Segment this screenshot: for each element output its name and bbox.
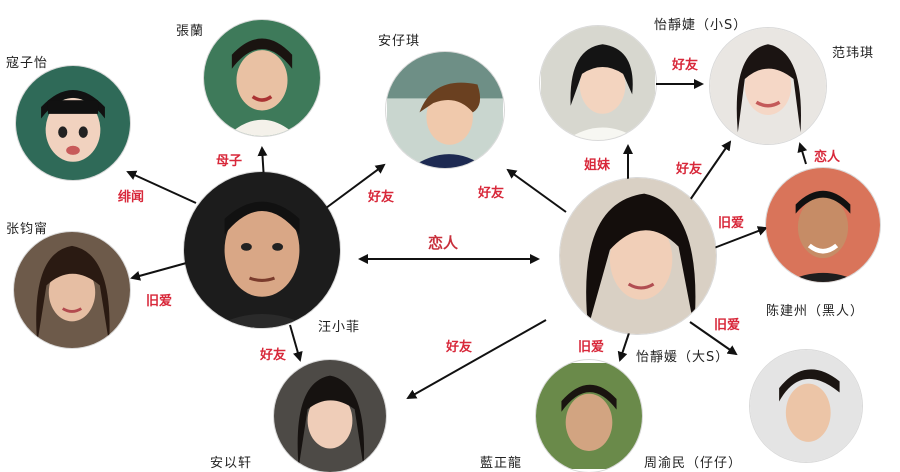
arrow-female-friendboy xyxy=(506,168,567,213)
name-bottom-girl: 安以轩 xyxy=(210,456,253,471)
relation-male-bottomgirl: 好友 xyxy=(260,348,287,363)
portrait-top-left xyxy=(16,66,130,180)
relation-female-rightman: 旧爱 xyxy=(718,216,745,231)
name-mother: 張蘭 xyxy=(176,24,205,39)
portrait-mother xyxy=(204,20,320,136)
portrait-left-girl xyxy=(14,232,130,348)
portrait-right-man xyxy=(766,168,880,282)
name-bottom-man2: 周渝民（仔仔） xyxy=(644,456,743,471)
arrow-female-rightman xyxy=(713,226,768,249)
name-right-man: 陈建州（黑人） xyxy=(766,304,865,319)
relation-male-mother: 母子 xyxy=(216,154,243,169)
portrait-friend-girl xyxy=(710,28,826,144)
portrait-friend-boy xyxy=(386,52,504,168)
arrow-male-leftgirl xyxy=(130,261,191,281)
relation-friendgirl-rightman: 恋人 xyxy=(814,150,841,165)
portrait-center-female xyxy=(560,178,716,334)
name-friend-girl: 范玮琪 xyxy=(832,46,875,61)
name-left-girl: 张钧甯 xyxy=(6,222,49,237)
arrow-friendgirl-rightman xyxy=(797,142,808,165)
portrait-bottom-girl xyxy=(274,360,386,472)
arrow-male-bottomgirl xyxy=(289,324,303,362)
relation-female-sister: 姐妹 xyxy=(584,158,611,173)
relation-male-topleft: 绯闻 xyxy=(118,190,145,205)
name-bottom-man1: 藍正龍 xyxy=(480,456,523,471)
name-center-male: 汪小菲 xyxy=(318,320,361,335)
relation-female-bottomman2: 旧爱 xyxy=(714,318,741,333)
name-center-female: 怡靜媛（大S） xyxy=(636,350,730,365)
arrow-female-bottomman1 xyxy=(617,329,631,362)
relation-female-bottomman1: 旧爱 xyxy=(578,340,605,355)
relation-sister-friendgirl: 好友 xyxy=(672,58,699,73)
name-sister: 怡靜婕（小S） xyxy=(654,18,748,33)
portrait-bottom-man2 xyxy=(750,350,862,462)
relation-female-bottomgirl: 好友 xyxy=(446,340,473,355)
relation-lovers: 恋人 xyxy=(428,234,459,252)
relation-male-friendboy: 好友 xyxy=(368,190,395,205)
name-friend-boy: 安仔琪 xyxy=(378,34,421,49)
name-top-left: 寇子怡 xyxy=(6,56,49,71)
portrait-center-male xyxy=(184,172,340,328)
relation-male-leftgirl: 旧爱 xyxy=(146,294,173,309)
relation-female-friendgirl: 好友 xyxy=(676,162,703,177)
relation-female-friendboy: 好友 xyxy=(478,186,505,201)
portrait-bottom-man1 xyxy=(536,360,642,472)
arrow-female-bottomgirl xyxy=(406,319,547,399)
portrait-sister xyxy=(540,26,656,140)
